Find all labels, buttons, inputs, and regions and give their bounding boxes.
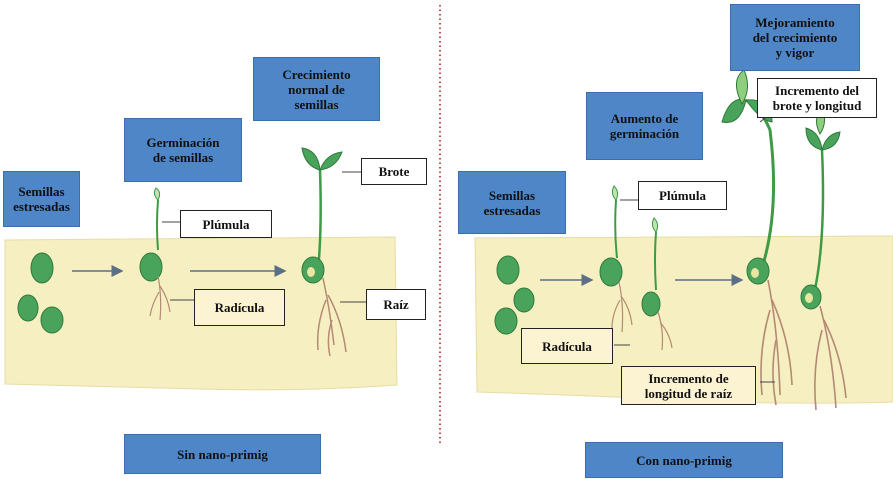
seedling-vigorous-right-2 bbox=[800, 107, 847, 411]
label-shoot-increase: Incremento del brote y longitud bbox=[757, 78, 877, 118]
label-shoot: Brote bbox=[361, 158, 427, 185]
germinating-seed-right-1 bbox=[599, 185, 633, 333]
label-seed-germination: Germinación de semillas bbox=[124, 118, 242, 182]
stressed-seeds-left bbox=[17, 252, 64, 334]
label-increased-germination: Aumento de germinación bbox=[586, 92, 703, 160]
stressed-seeds-right bbox=[494, 255, 535, 335]
label-root: Raíz bbox=[366, 289, 426, 320]
seedling-normal-left bbox=[301, 147, 347, 357]
label-radicle-left: Radícula bbox=[194, 289, 285, 326]
germinating-seed-right-2 bbox=[641, 217, 673, 351]
label-root-increase: Incremento de longitud de raíz bbox=[621, 366, 756, 405]
footer-with-nanopriming: Con nano-primig bbox=[585, 442, 783, 478]
label-normal-growth: Crecimiento normal de semillas bbox=[253, 57, 380, 121]
label-stressed-seeds-left: Semillas estresadas bbox=[3, 171, 80, 227]
label-stressed-seeds-right: Semillas estresadas bbox=[458, 171, 566, 234]
germinating-seed-left bbox=[139, 187, 171, 321]
footer-without-nanopriming: Sin nano-primig bbox=[124, 434, 321, 474]
label-plumule-left: Plúmula bbox=[180, 210, 272, 238]
label-improved-growth: Mejoramiento del crecimiento y vigor bbox=[730, 4, 860, 71]
leader-lines-left bbox=[162, 171, 368, 303]
label-radicle-right: Radícula bbox=[521, 328, 613, 364]
label-plumule-right: Plúmula bbox=[638, 181, 727, 210]
